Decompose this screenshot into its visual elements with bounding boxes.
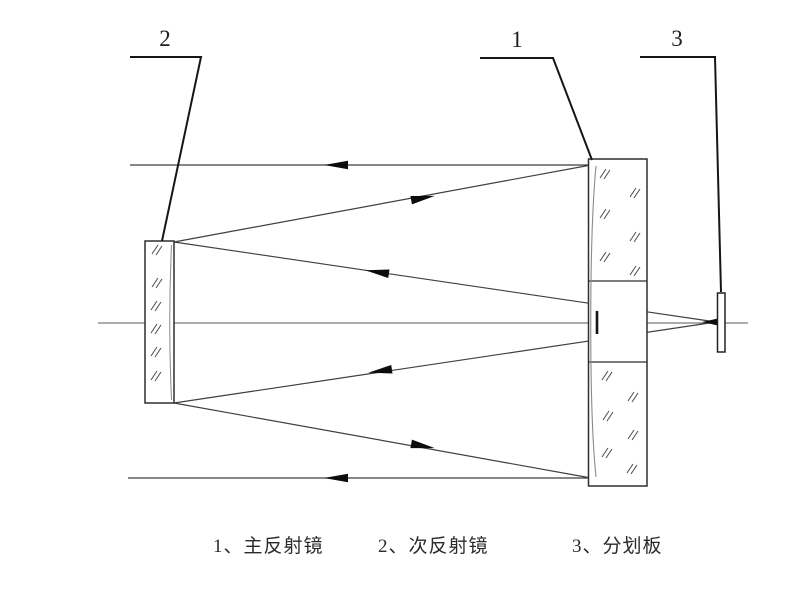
light-rays (128, 164, 717, 479)
ray-direction-arrows (324, 160, 718, 483)
callout-leader-lines (130, 56, 722, 293)
arrow-bottom-exit-icon (324, 473, 348, 483)
reticle-plate (716, 292, 726, 353)
arrow-lower-to-primary-icon (410, 439, 436, 453)
leader-line-reticle (640, 56, 722, 293)
ray-upper-secondary-to-primary (173, 164, 592, 243)
legend-item-secondary-mirror: 2、次反射镜 (378, 536, 489, 557)
callout-label-secondary: 2 (159, 26, 171, 51)
legend-item-primary-mirror: 1、主反射镜 (213, 536, 324, 557)
arrow-lower-to-secondary-icon (367, 364, 393, 378)
leader-line-secondary (130, 56, 203, 242)
legend-item-reticle: 3、分划板 (572, 536, 663, 557)
secondary-mirror (144, 240, 175, 404)
callout-label-primary: 1 (511, 27, 523, 52)
secondary-mirror-surface (169, 244, 172, 401)
primary-mirror (587, 158, 648, 487)
primary-mirror-surface (590, 165, 597, 478)
callout-label-reticle: 3 (671, 26, 683, 51)
arrow-upper-to-primary-icon (410, 191, 436, 205)
secondary-mirror-body (144, 240, 175, 404)
leader-line-primary (480, 57, 593, 161)
arrow-upper-to-secondary-icon (364, 265, 390, 279)
arrow-top-exit-icon (324, 160, 348, 170)
arrow-focus-icon (702, 318, 718, 326)
ray-lower-secondary-to-primary (173, 402, 592, 479)
